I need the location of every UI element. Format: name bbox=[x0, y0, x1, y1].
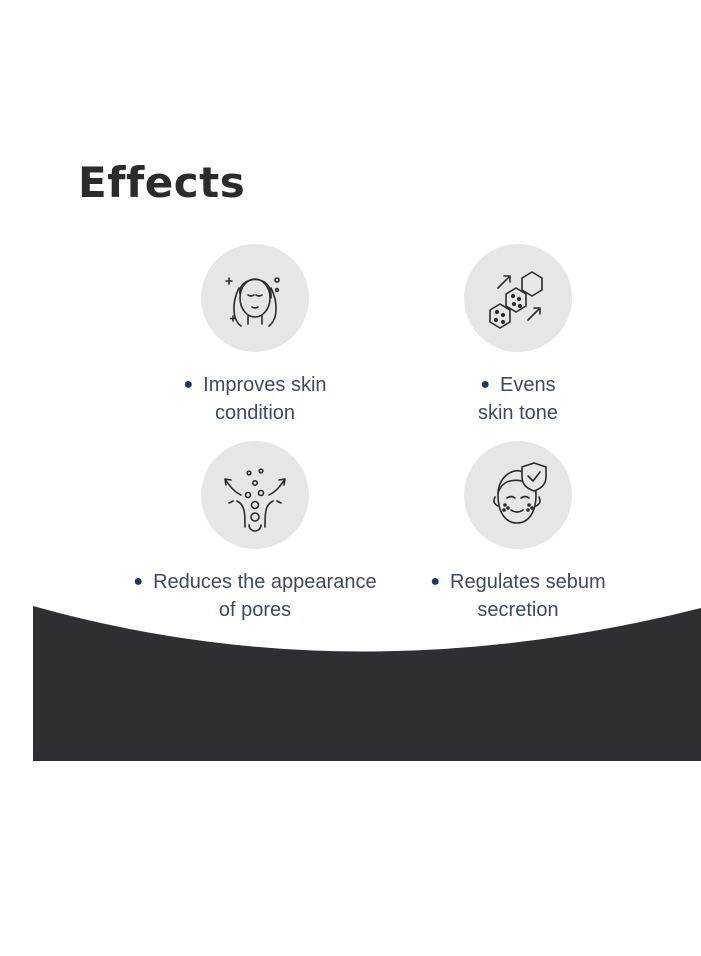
effect-label: ●Regulates sebum secretion bbox=[430, 571, 606, 621]
hexagon-cells-icon bbox=[489, 271, 543, 329]
effect-label: ●Evens skin tone bbox=[477, 374, 559, 424]
icon-circle bbox=[464, 441, 572, 549]
face-shield-icon bbox=[493, 462, 547, 524]
effect-reduces-pores: ●Reduces the appearance of pores bbox=[105, 441, 405, 624]
icon-circle bbox=[464, 244, 572, 352]
dark-wave-background bbox=[33, 606, 701, 761]
effects-card: Effects ●Improves skin condition bbox=[33, 96, 701, 761]
face-glow-icon bbox=[225, 277, 280, 327]
effect-improves-skin: ●Improves skin condition bbox=[105, 244, 405, 427]
pore-particles-icon bbox=[224, 468, 286, 532]
icon-circle bbox=[201, 244, 309, 352]
icon-circle bbox=[201, 441, 309, 549]
effect-label: ●Improves skin condition bbox=[183, 374, 327, 424]
effect-label: ●Reduces the appearance of pores bbox=[133, 571, 377, 621]
page-title: Effects bbox=[78, 158, 246, 207]
effect-evens-skin-tone: ●Evens skin tone bbox=[368, 244, 668, 427]
effect-regulates-sebum: ●Regulates sebum secretion bbox=[368, 441, 668, 624]
